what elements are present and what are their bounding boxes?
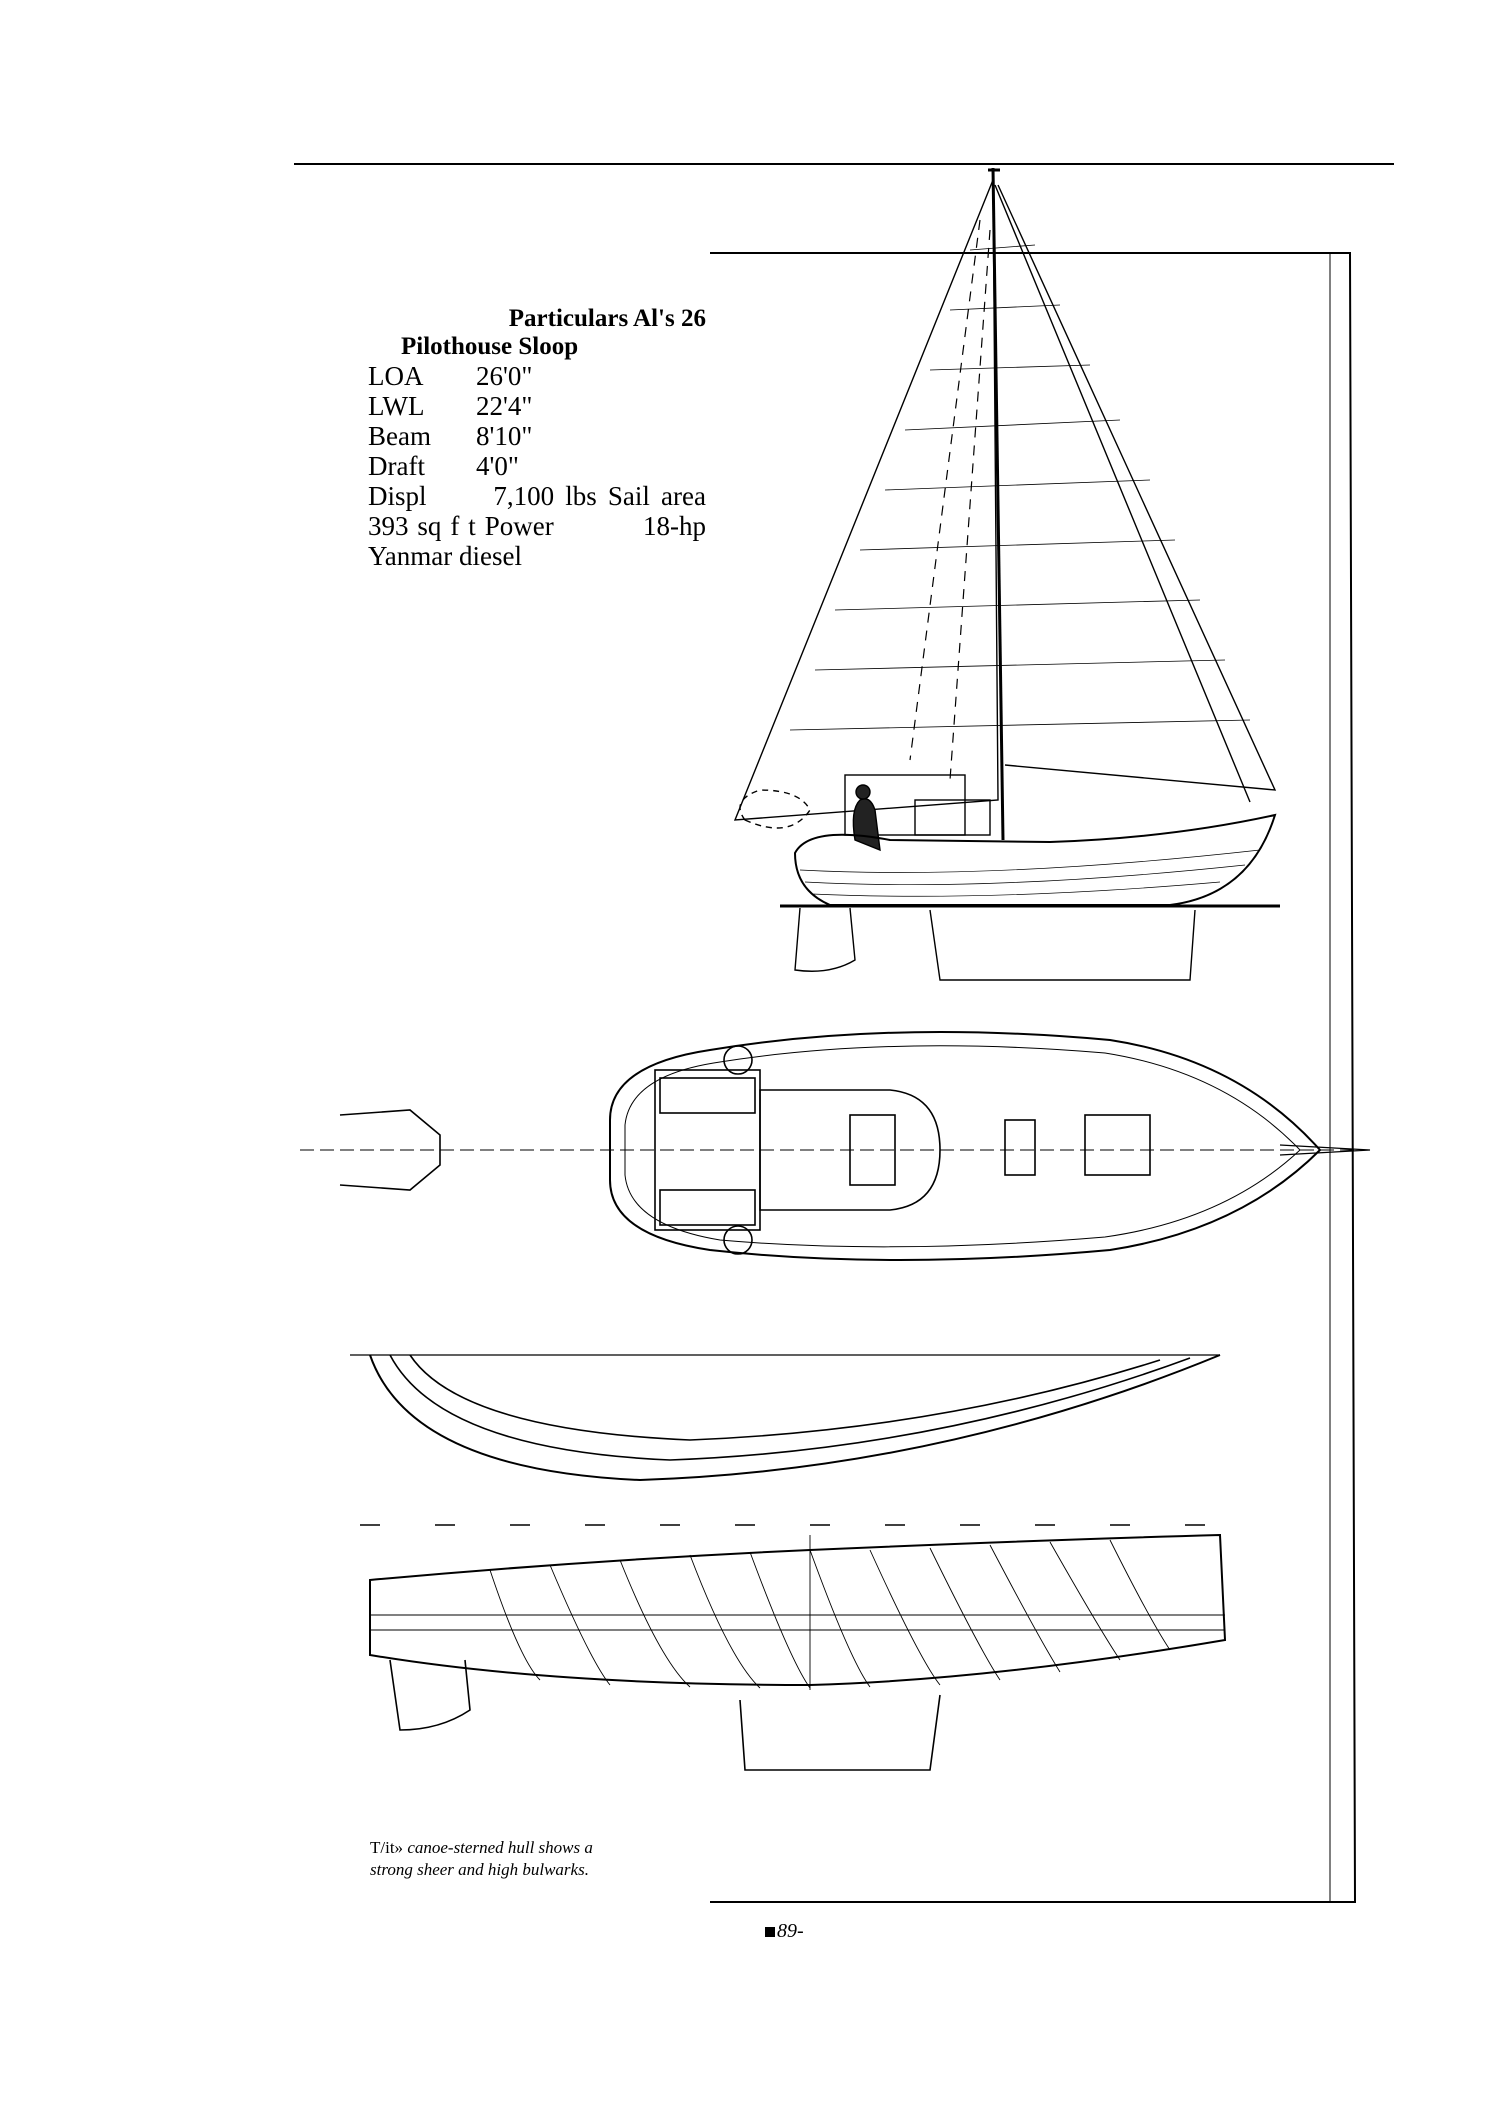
spec-row-draft: Draft 4'0" — [368, 451, 706, 481]
spec-value: 4'0" — [476, 451, 519, 481]
figure-caption: T/it» canoe-sterned hull shows a strong … — [370, 1837, 670, 1881]
spec-displ-line: Displ 7,100 lbs Sail area — [368, 481, 706, 511]
caption-text-line2: strong sheer and high bulwarks. — [370, 1860, 589, 1879]
spec-row-lwl: LWL 22'4" — [368, 391, 706, 421]
spec-row-loa: LOA 26'0" — [368, 361, 706, 391]
boat-plans-drawing — [300, 167, 1371, 1903]
page-number-text: 89- — [777, 1920, 804, 1942]
half-breadth-plan — [350, 1354, 1221, 1482]
particulars-heading: Particulars Al's 26 — [508, 305, 706, 332]
header-rule — [294, 163, 1394, 165]
spec-label: LWL — [368, 391, 425, 421]
caption-text-line1: canoe-sterned hull shows a — [407, 1838, 593, 1857]
sail-plan — [733, 167, 1280, 981]
spec-label: Beam — [368, 421, 431, 451]
caption-prefix: T/it» — [370, 1838, 404, 1857]
spec-row-beam: Beam 8'10" — [368, 421, 706, 451]
spec-value: 22'4" — [476, 391, 533, 421]
deck-plan — [300, 1031, 1371, 1261]
lines-plan — [369, 1533, 1227, 1771]
spec-value: 8'10" — [476, 421, 533, 451]
spec-power-line: 393 sq f t Power 18-hp — [368, 511, 706, 541]
particulars-subheading: Pilothouse Sloop — [401, 333, 579, 360]
page-number: 89- — [765, 1920, 804, 1943]
particulars-block: Particulars Al's 26 Pilothouse Sloop LOA… — [368, 305, 706, 571]
page-number-marker — [765, 1927, 775, 1937]
spec-label: LOA — [368, 361, 424, 391]
spec-label: Draft — [368, 451, 425, 481]
spec-value: 26'0" — [476, 361, 533, 391]
spec-engine-line: Yanmar diesel — [368, 541, 522, 571]
